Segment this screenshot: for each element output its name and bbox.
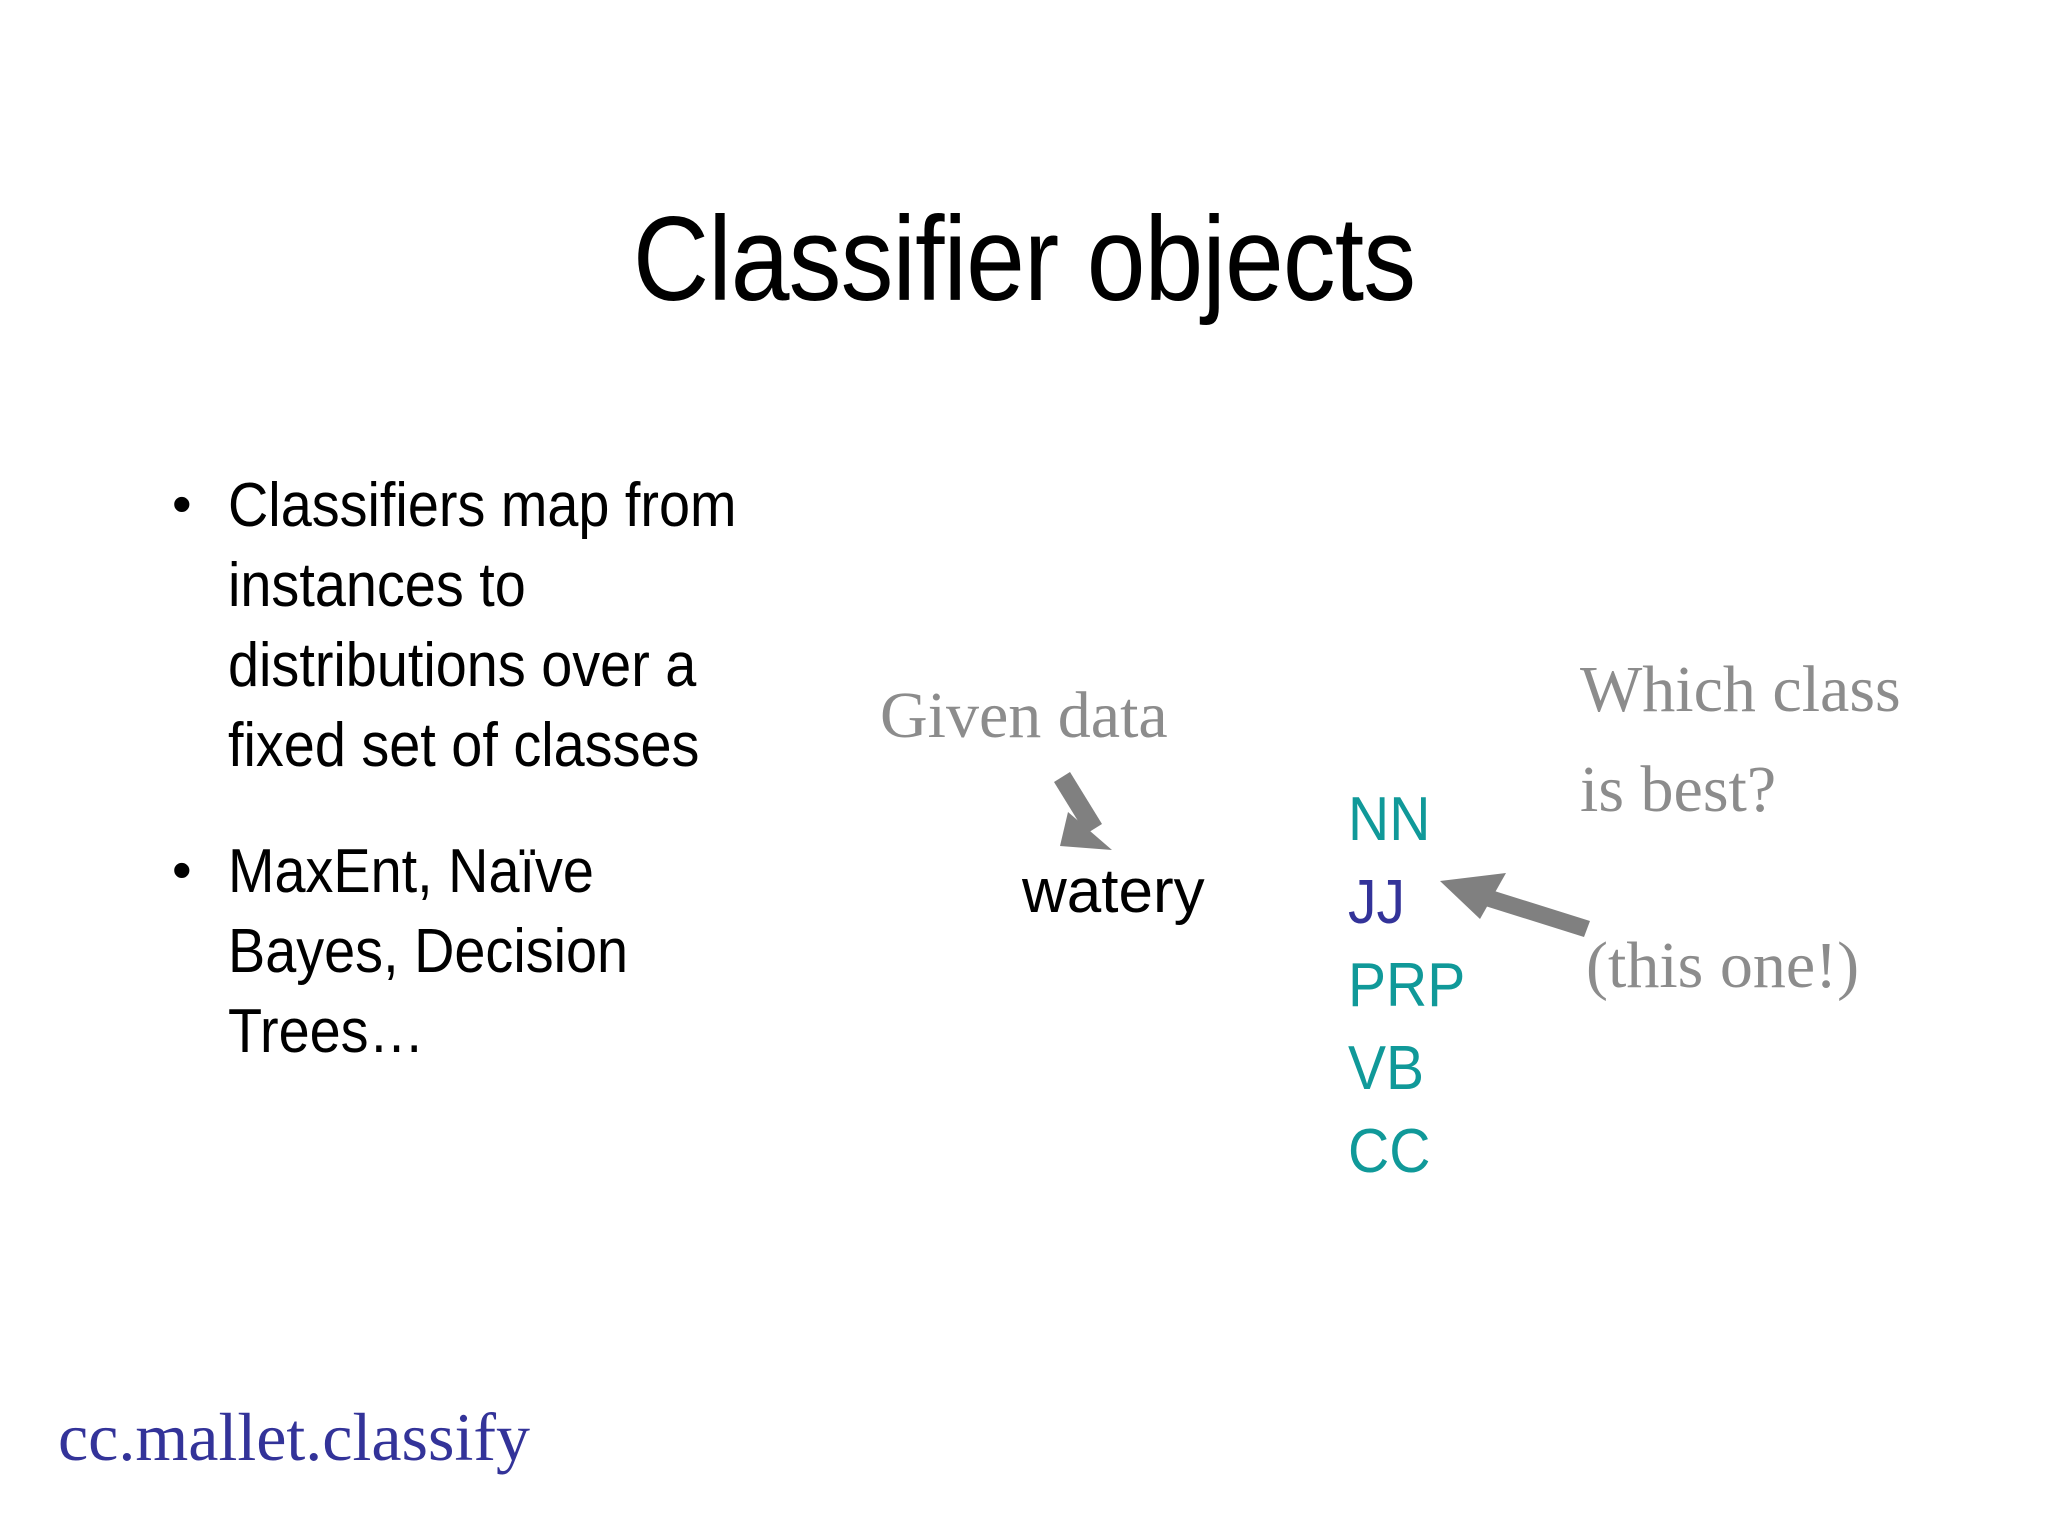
- footer-package-name: cc.mallet.classify: [58, 1399, 531, 1475]
- list-item: • Classifiers map from instances to dist…: [160, 466, 820, 786]
- instance-word: watery: [1022, 857, 1205, 926]
- class-label-list: NN JJ PRP VB CC: [1348, 778, 1475, 1193]
- which-class-line-2: is best?: [1580, 753, 1777, 826]
- bullet-point-icon: •: [172, 838, 192, 901]
- class-label-vb: VB: [1348, 1034, 1425, 1103]
- given-data-annotation: Given data: [880, 679, 1168, 752]
- which-class-line-1: Which class: [1580, 653, 1901, 726]
- bullet-list: • Classifiers map from instances to dist…: [160, 466, 820, 1118]
- which-class-annotation: Which class is best?: [1580, 640, 2010, 840]
- class-label-cc: CC: [1348, 1117, 1431, 1186]
- page-title: Classifier objects: [632, 192, 1416, 326]
- arrow-up-left-icon: [1440, 873, 1590, 937]
- bullet-text: MaxEnt, Naïve Bayes, Decision Trees…: [228, 837, 629, 1066]
- arrow-down-right-icon: [1054, 772, 1112, 850]
- bullet-text: Classifiers map from instances to distri…: [228, 471, 737, 780]
- list-item: • MaxEnt, Naïve Bayes, Decision Trees…: [160, 832, 820, 1072]
- class-label-nn: NN: [1348, 785, 1431, 854]
- bullet-point-icon: •: [172, 472, 192, 535]
- class-label-jj: JJ: [1348, 868, 1406, 937]
- this-one-annotation: (this one!): [1586, 929, 1860, 1002]
- class-label-prp: PRP: [1348, 951, 1466, 1020]
